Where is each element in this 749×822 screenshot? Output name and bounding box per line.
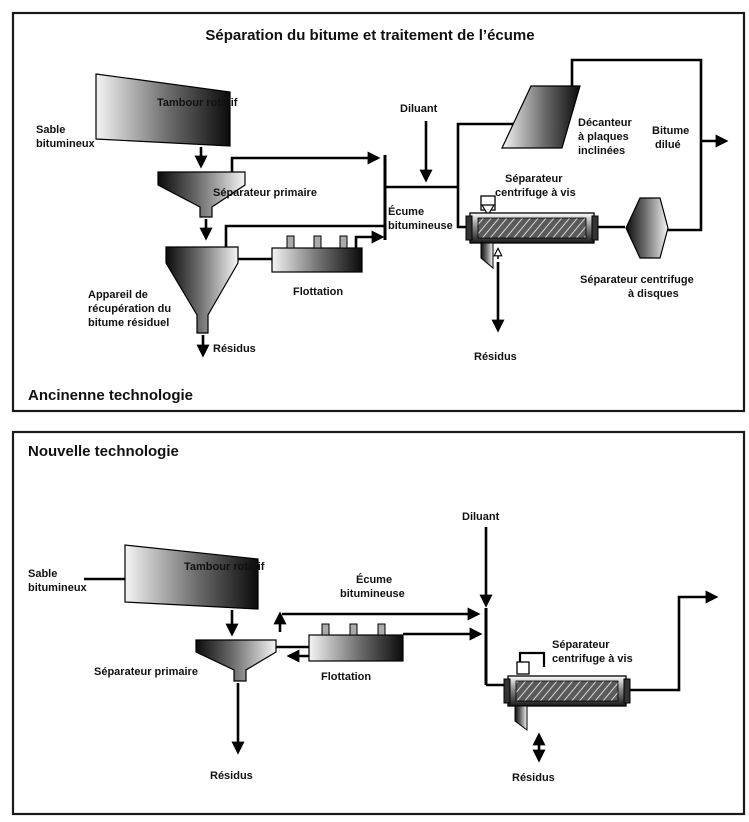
sand-label-line2-new: bitumineux	[28, 582, 88, 594]
froth-label-line1: Écume	[388, 205, 424, 218]
froth-label-line2-new: bitumineuse	[340, 588, 405, 600]
screw-sep-label-line2: centrifuge à vis	[495, 187, 576, 199]
flotation-label-new: Flottation	[321, 671, 371, 683]
residus-right-label: Résidus	[474, 351, 517, 363]
screw-sep-label-line1-new: Séparateur	[552, 639, 610, 651]
recovery-label-line2: récupération du	[88, 303, 171, 315]
primary-separator-new	[195, 639, 277, 682]
froth-label-line2: bitumineuse	[388, 220, 453, 232]
screw-sep-label-line1: Séparateur	[505, 173, 563, 185]
recovery-label-line1: Appareil de	[88, 289, 148, 301]
bottom-panel-frame	[11, 430, 746, 816]
bitumen-label-line1: Bitume	[652, 125, 689, 137]
rotary-drum-new	[124, 544, 259, 610]
flotation-unit-new	[308, 623, 404, 662]
decanter-label-line1: Décanteur	[578, 117, 633, 129]
sand-label-line1: Sable	[36, 124, 65, 136]
disc-centrifuge	[625, 197, 669, 259]
recovery-label-line3: bitume résiduel	[88, 317, 169, 329]
diluent-label: Diluant	[400, 103, 438, 115]
top-panel: Séparation du bitume et traitement de l’…	[11, 11, 746, 413]
drum-label: Tambour rotatif	[157, 97, 238, 109]
bottom-panel-title: Nouvelle technologie	[28, 443, 179, 460]
flotation-label: Flottation	[293, 286, 343, 298]
disc-sep-label-line2: à disques	[628, 288, 679, 300]
residus-right-label-new: Résidus	[512, 772, 555, 784]
top-panel-title: Séparation du bitume et traitement de l’…	[205, 27, 534, 44]
residus-left-label: Résidus	[213, 343, 256, 355]
screw-sep-label-line2-new: centrifuge à vis	[552, 653, 633, 665]
bitumen-label-line2: dilué	[655, 139, 681, 151]
sand-label-line2: bitumineux	[36, 138, 96, 150]
recovery-cone	[165, 246, 239, 334]
drum-label-new: Tambour rotatif	[184, 561, 265, 573]
diluent-label-new: Diluant	[462, 511, 500, 523]
sand-label-line1-new: Sable	[28, 568, 57, 580]
screw-centrifuge-new	[503, 651, 631, 731]
residus-left-label-new: Résidus	[210, 770, 253, 782]
bottom-panel: Nouvelle technologie Sable bitumineux Ta…	[11, 430, 746, 816]
inclined-plate-decanter	[501, 85, 581, 149]
primary-separator-label: Séparateur primaire	[213, 187, 317, 199]
primary-separator	[157, 171, 246, 218]
primary-separator-label-new: Séparateur primaire	[94, 666, 198, 678]
rotary-drum	[95, 73, 231, 147]
froth-label-line1-new: Écume	[356, 573, 392, 586]
flotation-unit	[271, 235, 363, 273]
decanter-label-line2: à plaques	[578, 131, 629, 143]
old-technology-label: Ancinenne technologie	[28, 387, 193, 404]
decanter-label-line3: inclinées	[578, 145, 625, 157]
screw-centrifuge	[465, 195, 599, 270]
disc-sep-label-line1: Séparateur centrifuge	[580, 274, 694, 286]
